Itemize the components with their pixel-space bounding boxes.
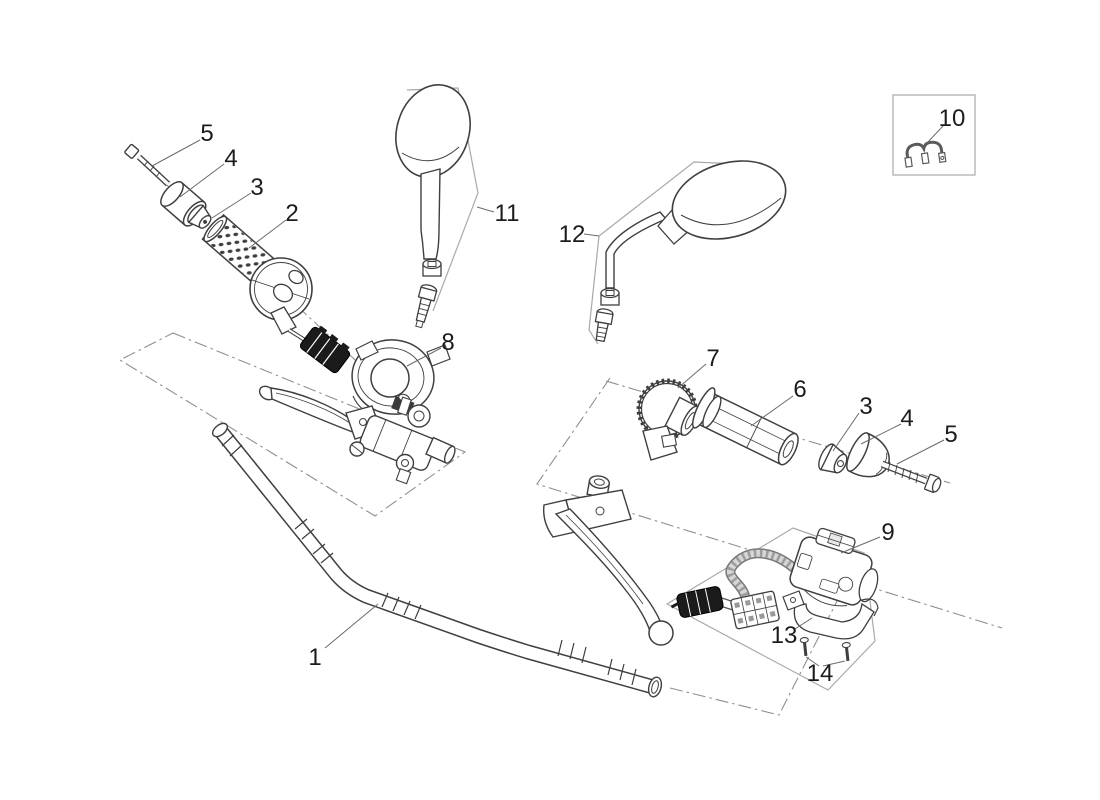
clutch-lever — [543, 475, 674, 646]
spacer-right — [818, 443, 848, 474]
spacer-left — [187, 204, 212, 229]
mirror-left-head — [395, 84, 471, 178]
throttle-grip — [691, 387, 799, 466]
handlebar-knurl-marks — [221, 434, 637, 686]
callout-10: 10 — [939, 105, 966, 132]
grip-wire-connector — [299, 325, 351, 374]
callout-8: 8 — [441, 329, 454, 356]
guide-parallelogram-left — [118, 332, 467, 517]
cable-clip — [904, 140, 947, 168]
clutch-lever-blade — [554, 508, 663, 632]
handlebar-left-end — [211, 422, 229, 438]
mounting-screws — [799, 636, 851, 662]
callout-14: 14 — [807, 660, 834, 687]
callout-5-left: 5 — [200, 120, 213, 147]
mirror-right-stem — [605, 211, 668, 289]
bar-end-screw-left — [124, 143, 171, 187]
callout-3-right: 3 — [859, 393, 872, 420]
callout-4-left: 4 — [224, 145, 237, 172]
handlebar — [211, 422, 663, 698]
callout-1: 1 — [308, 644, 321, 671]
bar-end-weight-right — [846, 432, 890, 478]
right-switch-assembly — [670, 527, 879, 630]
callout-labels: 5 4 3 2 11 12 10 8 7 6 3 4 5 9 13 14 1 — [200, 105, 965, 687]
switch-body — [789, 527, 879, 607]
left-grip — [201, 213, 351, 374]
callout-6: 6 — [793, 376, 806, 403]
mirror-right-head — [671, 160, 787, 240]
left-switch-housing — [351, 339, 451, 416]
leader-lines — [151, 124, 945, 667]
mirror-left-stem — [420, 168, 441, 260]
callout-11: 11 — [495, 200, 520, 227]
brake-master-cylinder-assembly — [258, 385, 456, 485]
mirror-right — [594, 160, 787, 343]
clutch-lever-ball-end — [648, 620, 674, 646]
callout-13: 13 — [771, 622, 798, 649]
mirror-left — [395, 84, 471, 329]
callout-5-right: 5 — [944, 421, 957, 448]
connector-white — [730, 590, 780, 630]
callout-2: 2 — [285, 200, 298, 227]
callout-3-left: 3 — [250, 174, 263, 201]
bar-end-screw-right — [880, 460, 942, 493]
callout-4-right: 4 — [900, 405, 913, 432]
callout-12: 12 — [559, 221, 586, 248]
guide-line-right-lower — [669, 555, 861, 716]
callout-9: 9 — [881, 519, 894, 546]
callout-7: 7 — [706, 345, 719, 372]
mounting-bracket — [782, 590, 879, 640]
connector-black — [670, 586, 724, 618]
throttle-control — [636, 378, 700, 461]
